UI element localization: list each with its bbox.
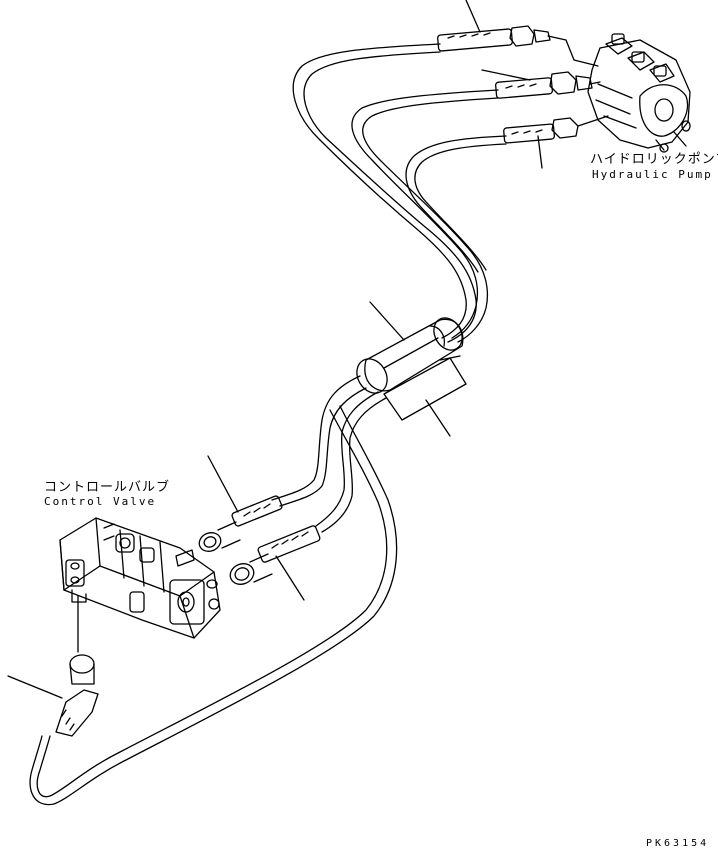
pump-hoses <box>292 25 609 343</box>
leader-lines <box>7 0 543 699</box>
hydraulic-pump <box>587 33 691 153</box>
control-valve <box>59 517 221 639</box>
hydraulic-pump-label-jp: ハイドロリックポンプ <box>590 152 718 167</box>
hydraulic-pump-label-en: Hydraulic Pump <box>592 168 713 181</box>
valve-hoses <box>29 375 398 806</box>
drawing-code: PK63154 <box>646 838 710 849</box>
control-valve-label-jp: コントロールバルブ <box>44 480 171 495</box>
control-valve-label-en: Control Valve <box>44 495 157 508</box>
hose-clamp <box>356 317 467 421</box>
